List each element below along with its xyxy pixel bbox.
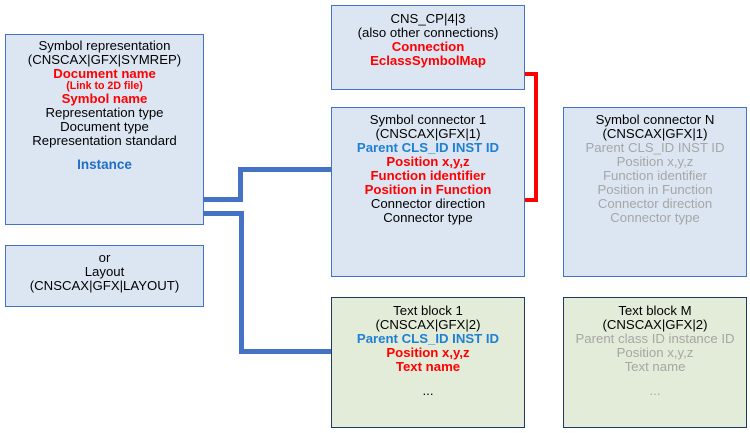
box-line: Connector direction [597,195,713,211]
box-line: Parent CLS_ID INST ID [585,139,725,155]
box-line: (CNSCAX|GFX|1) [602,125,708,141]
box-line: Text name [395,358,461,374]
box-line: Connection [391,38,465,54]
box-line: Position x,y,z [386,344,470,360]
box-line: or [98,250,111,265]
box-line: (CNSCAX|GFX|LAYOUT) [29,277,180,293]
box-line: Layout [84,263,125,279]
layout-box[interactable]: or Layout (CNSCAX|GFX|LAYOUT) [5,245,204,307]
box-line: Position in Function [364,181,492,197]
connector-blue-a-vertical [238,167,243,202]
box-line: Function identifier [602,167,708,183]
text-block-1-box[interactable]: Text block 1 (CNSCAX|GFX|2) Parent CLS_I… [331,297,525,428]
box-line: Document name [53,65,156,81]
box-line: (CNSCAX|GFX|SYMREP) [27,51,182,67]
box-line: CNS_CP|4|3 [390,11,466,26]
connector-blue-b-horizontal-bottom [239,349,343,354]
symbol-representation-box[interactable]: Symbol representation (CNSCAX|GFX|SYMREP… [5,34,204,225]
box-line: Parent CLS_ID INST ID [356,330,500,346]
box-line: Document type [60,119,149,135]
box-line: Position x,y,z [386,153,470,169]
box-line: Representation type [45,105,164,121]
box-line: (also other connections) [357,24,499,40]
symbol-connector-1-box[interactable]: Symbol connector 1 (CNSCAX|GFX|1) Parent… [331,107,525,277]
box-line: (Link to 2D file) [66,79,143,92]
connector-red-vertical [534,72,538,202]
box-line: Position x,y,z [616,344,694,360]
box-line: EclassSymbolMap [370,52,486,68]
box-line: Position in Function [597,181,713,197]
box-line: (CNSCAX|GFX|1) [375,125,481,141]
connector-blue-b-vertical [239,211,244,354]
cns-cp-box[interactable]: CNS_CP|4|3 (also other connections) Conn… [331,5,525,90]
box-line: Connector type [610,209,700,225]
box-line: Connector type [383,209,473,225]
box-line: Text name [624,358,686,374]
box-line: Representation standard [32,133,177,149]
box-line: Text block M [618,303,692,318]
box-line: Parent class ID instance ID [575,330,735,346]
box-line: Position x,y,z [616,153,694,169]
box-line: (CNSCAX|GFX|2) [602,316,708,332]
text-block-m-box[interactable]: Text block M (CNSCAX|GFX|2) Parent class… [563,297,747,428]
box-line: Symbol connector N [595,112,715,127]
box-line: Symbol connector 1 [369,112,487,127]
box-line: Text block 1 [393,303,463,318]
symbol-connector-n-box[interactable]: Symbol connector N (CNSCAX|GFX|1) Parent… [563,107,747,277]
box-line: Symbol name [61,91,148,107]
box-line: Function identifier [370,167,486,183]
connector-blue-a-horizontal-right [238,167,341,172]
box-line: ... [422,382,434,398]
box-line: Connector direction [370,195,486,211]
box-line: (CNSCAX|GFX|2) [375,316,481,332]
box-line: Parent CLS_ID INST ID [356,139,500,155]
instance-label: Instance [77,157,132,173]
box-line: ... [649,382,661,398]
box-line: Symbol representation [38,38,171,53]
